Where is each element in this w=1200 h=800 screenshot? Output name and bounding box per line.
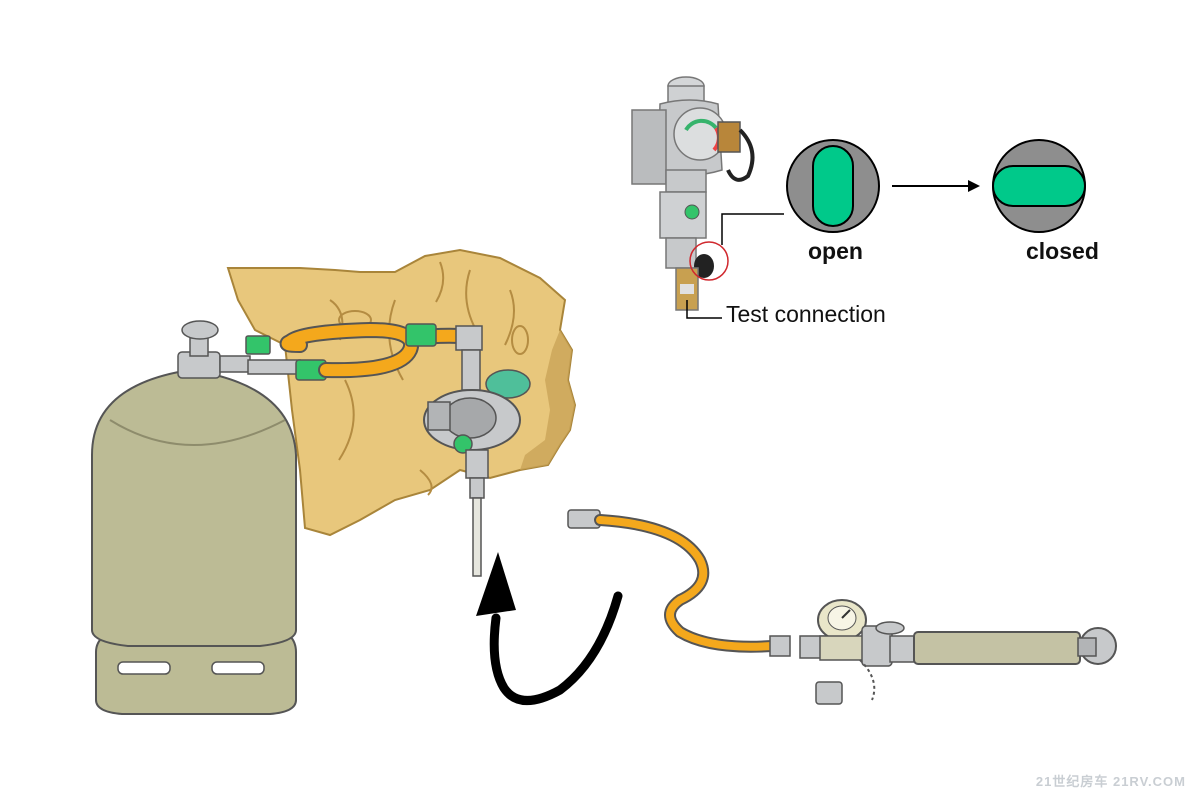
watermark-logo: 21世纪房车 21RV.COM: [1035, 774, 1186, 789]
valve-open-diagram: [786, 139, 880, 233]
wall-regulator: [423, 349, 531, 577]
test-hose: [567, 509, 791, 657]
valve-closed-diagram: [992, 139, 1086, 233]
straight-arrow: [892, 180, 980, 192]
test-connection-callout: [686, 213, 784, 319]
gas-cylinder: [91, 320, 297, 715]
supply-hose: [245, 321, 483, 381]
open-label: open: [808, 238, 863, 264]
closed-label: closed: [1026, 238, 1099, 264]
test-connection-label: Test connection: [726, 301, 886, 327]
test-gauge: [799, 599, 1117, 705]
curved-arrow: [476, 552, 623, 705]
detail-regulator: [631, 76, 755, 311]
